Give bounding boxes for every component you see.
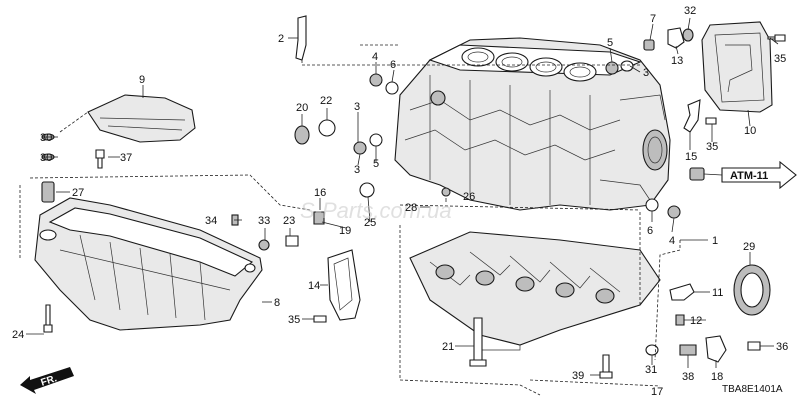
callout-18: 18 [711,371,723,383]
crankshaft-oil-seal [733,264,771,316]
callout-9: 9 [139,74,145,86]
callout-33: 33 [258,215,270,227]
callout-20: 20 [296,102,308,114]
callout-8: 8 [274,297,280,309]
front-direction-label: FR. [40,373,59,389]
callout-14: 14 [308,280,320,292]
callout-37: 37 [120,152,132,164]
callout-21: 21 [442,341,454,353]
callout-4: 4 [372,51,378,63]
callout-13: 13 [671,55,683,67]
callout-16: 16 [314,187,326,199]
front-direction-arrow: FR. [20,367,74,394]
leader-lines [19,17,779,396]
callout-7: 7 [650,13,656,25]
callout-6: 6 [390,59,396,71]
atm-reference-label: ATM-11 [730,170,768,182]
cylinder-block [394,37,671,211]
callout-26: 26 [463,191,475,203]
oil-pan [34,197,263,331]
callout-2: 2 [278,33,284,45]
callout-4b: 4 [669,235,675,247]
callout-32: 32 [684,5,696,17]
watermark-text: S-Parts.com.ua [300,198,452,223]
baffle-plate [87,94,196,143]
atm-reference-arrow: ATM-11 [689,160,797,190]
callout-19: 19 [339,225,351,237]
callout-36: 36 [776,341,788,353]
callout-34: 34 [205,215,217,227]
callout-5: 5 [607,37,613,49]
callout-22: 22 [320,95,332,107]
callout-labels: 2 7 32 35 4 6 5 3 13 9 20 22 3 10 30 30 … [12,5,788,398]
callout-35: 35 [774,53,786,65]
callout-1: 1 [712,235,718,247]
callout-15: 15 [685,151,697,163]
callout-11: 11 [712,287,723,299]
callout-31: 31 [645,364,657,376]
callout-5b: 5 [373,158,379,170]
callout-25: 25 [364,217,376,229]
callout-12: 12 [690,315,702,327]
callout-28: 28 [405,202,417,214]
callout-38: 38 [682,371,694,383]
callout-30b: 30 [40,152,52,164]
callout-29: 29 [743,241,755,253]
callout-35b: 35 [706,141,718,153]
callout-39: 39 [572,370,584,382]
callout-10: 10 [744,125,756,137]
callout-3b: 3 [354,101,360,113]
callout-3c: 3 [354,164,360,176]
callout-3: 3 [643,67,649,79]
callout-23: 23 [283,215,295,227]
callout-35c: 35 [288,314,300,326]
lower-block [409,231,661,351]
diagram-code: TBA8E1401A [722,384,783,395]
callout-6b: 6 [647,225,653,237]
callout-17: 17 [651,386,663,398]
callout-30a: 30 [40,132,52,144]
callout-27: 27 [72,187,84,199]
callout-24: 24 [12,329,24,341]
transmission-plate [701,21,773,113]
